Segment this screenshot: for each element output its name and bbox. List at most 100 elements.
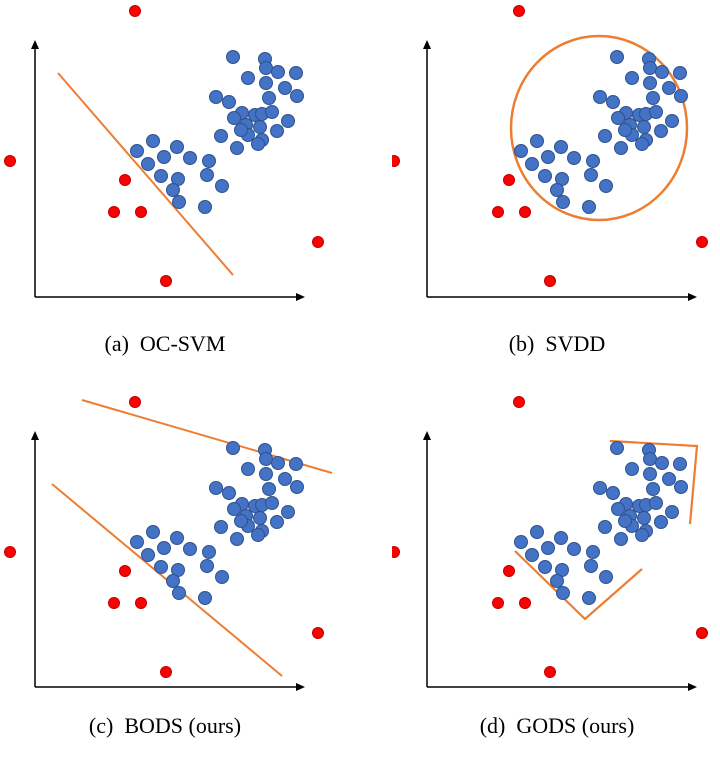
outlier-point <box>392 155 400 167</box>
inlier-point <box>525 157 539 171</box>
outlier-points <box>4 5 324 287</box>
inlier-point <box>209 481 223 495</box>
inlier-point <box>554 531 568 545</box>
inlier-point <box>215 179 229 193</box>
inlier-point <box>665 505 679 519</box>
outlier-point <box>392 546 400 558</box>
inlier-point <box>582 200 596 214</box>
inlier-point <box>550 574 564 588</box>
inlier-point <box>270 124 284 138</box>
panel-a: (a) OC-SVM <box>0 0 360 373</box>
outlier-point <box>312 236 324 248</box>
inlier-point <box>278 472 292 486</box>
inlier-point <box>226 50 240 64</box>
outlier-point <box>513 396 525 408</box>
inlier-point <box>259 467 273 481</box>
inlier-point <box>262 91 276 105</box>
inlier-point <box>618 123 632 137</box>
outlier-point <box>4 546 16 558</box>
inlier-point <box>271 65 285 79</box>
inlier-point <box>541 541 555 555</box>
inlier-points <box>514 50 688 214</box>
inlier-point <box>262 482 276 496</box>
outlier-point <box>519 597 531 609</box>
panel-d-plot <box>392 396 708 691</box>
inlier-point <box>251 528 265 542</box>
inlier-point <box>154 560 168 574</box>
inlier-point <box>514 535 528 549</box>
inlier-point <box>673 66 687 80</box>
inlier-point <box>146 134 160 148</box>
inlier-point <box>530 134 544 148</box>
inlier-point <box>643 76 657 90</box>
axes <box>31 40 305 301</box>
inlier-point <box>637 511 651 525</box>
inlier-point <box>234 514 248 528</box>
inlier-point <box>259 76 273 90</box>
inlier-point <box>673 457 687 471</box>
inlier-point <box>662 472 676 486</box>
inlier-point <box>227 502 241 516</box>
inlier-point <box>514 144 528 158</box>
panel-d: (d) GODS (ours) <box>392 391 720 764</box>
inlier-point <box>598 129 612 143</box>
outlier-points <box>392 396 708 678</box>
inlier-point <box>646 91 660 105</box>
inlier-point <box>183 542 197 556</box>
inlier-point <box>674 480 688 494</box>
inlier-point <box>230 141 244 155</box>
inlier-point <box>214 520 228 534</box>
inlier-point <box>530 525 544 539</box>
panel-a-plot <box>4 5 324 301</box>
x-axis-arrow <box>688 293 697 301</box>
inlier-point <box>674 89 688 103</box>
outlier-point <box>129 396 141 408</box>
outlier-point <box>544 275 556 287</box>
inlier-point <box>611 502 625 516</box>
inlier-point <box>625 71 639 85</box>
inlier-point <box>538 560 552 574</box>
outlier-point <box>492 206 504 218</box>
x-axis-arrow <box>296 293 305 301</box>
inlier-point <box>525 548 539 562</box>
inlier-points <box>130 441 304 605</box>
inlier-point <box>655 65 669 79</box>
inlier-point <box>141 157 155 171</box>
inlier-point <box>215 570 229 584</box>
outlier-points <box>4 396 324 678</box>
inlier-point <box>610 50 624 64</box>
inlier-point <box>183 151 197 165</box>
inlier-point <box>646 482 660 496</box>
inlier-point <box>130 144 144 158</box>
panel-c: (c) BODS (ours) <box>0 391 360 764</box>
inlier-point <box>637 120 651 134</box>
bods-boundary-lines <box>51 399 333 677</box>
inlier-point <box>198 200 212 214</box>
inlier-point <box>584 168 598 182</box>
axes <box>423 431 697 691</box>
inlier-point <box>202 545 216 559</box>
inlier-point <box>270 515 284 529</box>
outlier-point <box>544 666 556 678</box>
y-axis-arrow <box>423 431 431 440</box>
inlier-point <box>582 591 596 605</box>
svdd-boundary-circle <box>509 34 689 222</box>
inlier-point <box>554 140 568 154</box>
inlier-point <box>214 129 228 143</box>
outlier-point <box>519 206 531 218</box>
inlier-point <box>643 467 657 481</box>
inlier-point <box>146 525 160 539</box>
inlier-point <box>265 105 279 119</box>
inlier-point <box>172 195 186 209</box>
inlier-points <box>130 50 304 214</box>
outlier-point <box>4 155 16 167</box>
inlier-point <box>593 481 607 495</box>
inlier-point <box>200 168 214 182</box>
outlier-point <box>312 627 324 639</box>
caption-a: (a) OC-SVM <box>104 331 226 356</box>
inlier-point <box>665 114 679 128</box>
inlier-point <box>253 511 267 525</box>
inlier-point <box>209 90 223 104</box>
inlier-point <box>586 545 600 559</box>
inlier-point <box>556 195 570 209</box>
